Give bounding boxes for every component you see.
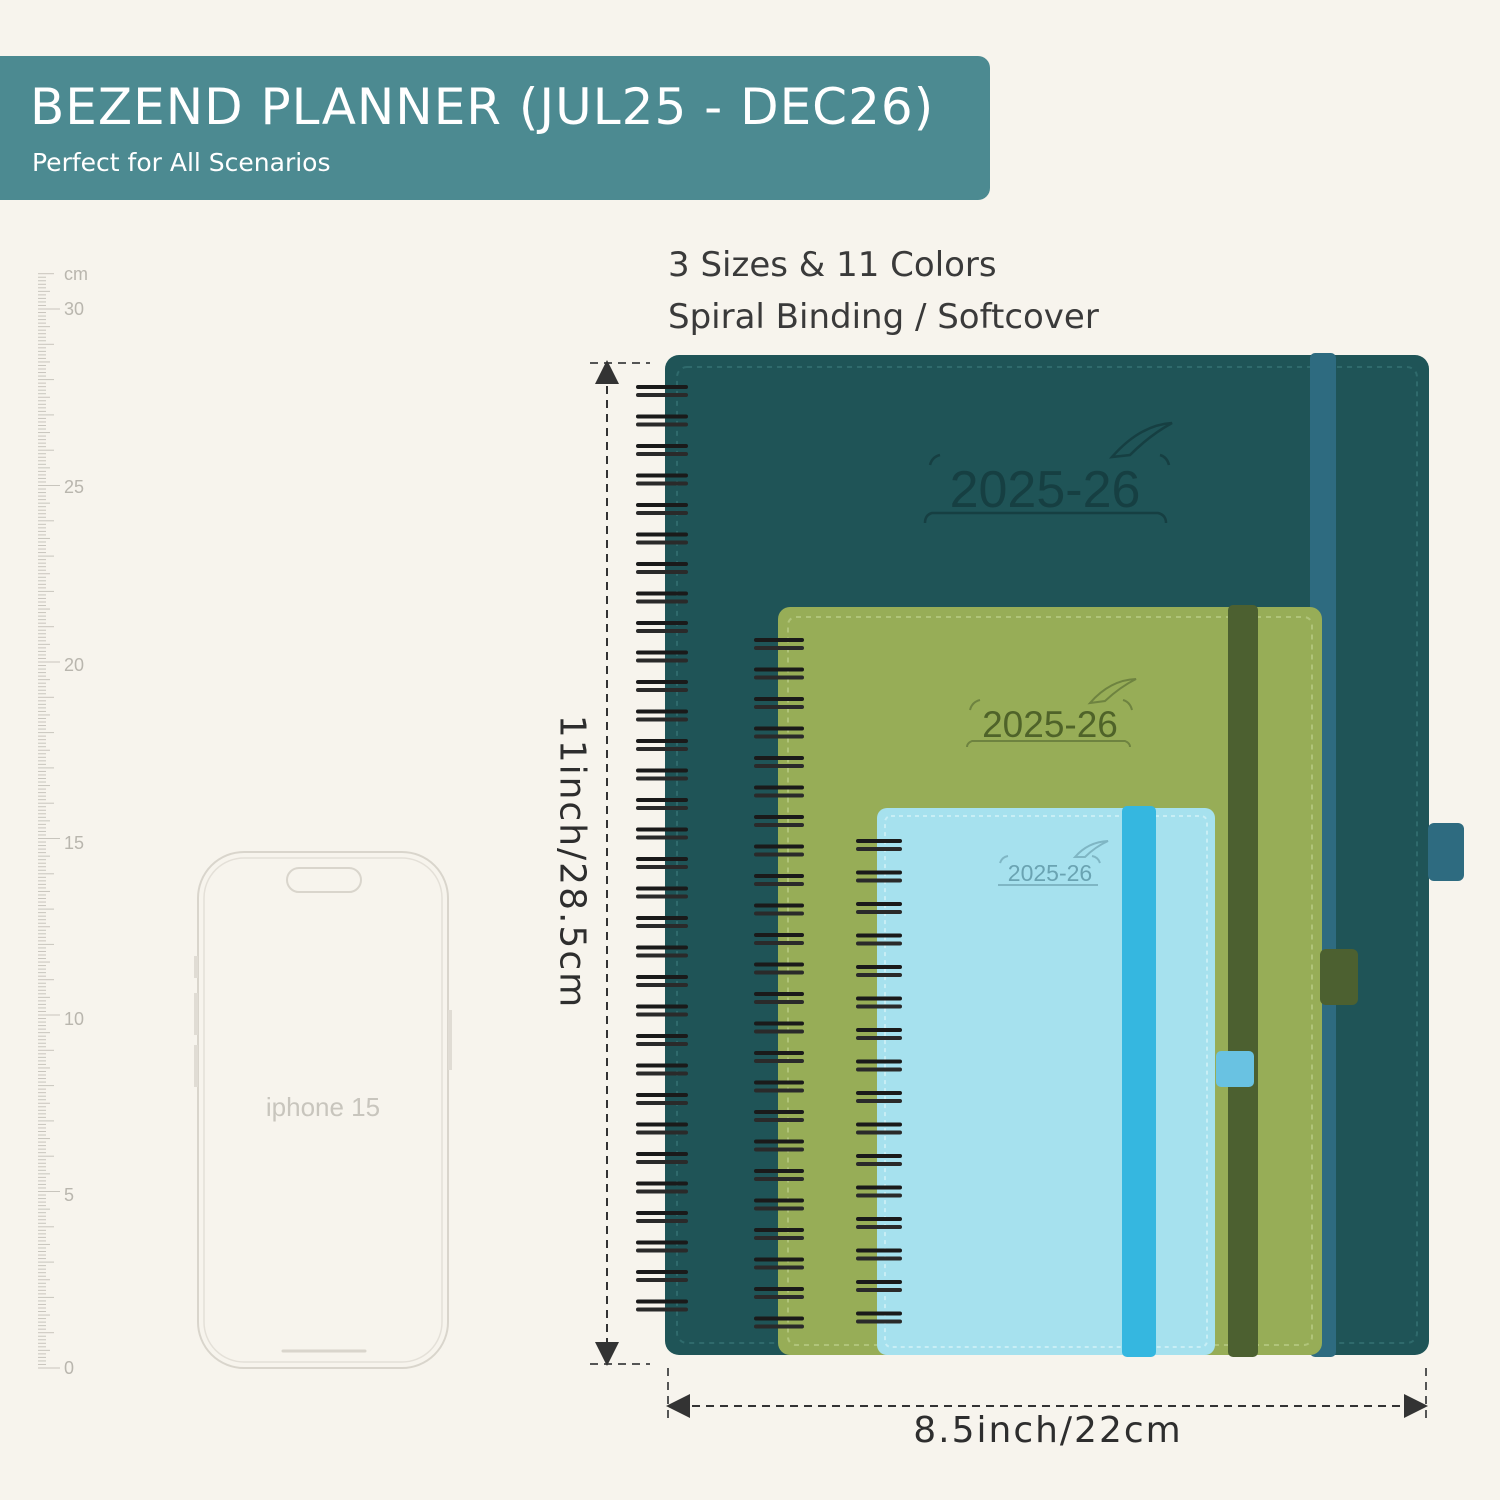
- binding-text: Spiral Binding / Softcover: [668, 297, 1099, 337]
- large-planner-cover-text: 2025-26: [949, 461, 1141, 519]
- ruler-label-10: 10: [64, 1009, 84, 1029]
- small-planner-spiral: [856, 839, 902, 1324]
- width-dimension-label: 8.5inch/22cm: [913, 1410, 1183, 1451]
- large-planner-spiral: [636, 385, 688, 1312]
- ruler-label-20: 20: [64, 655, 84, 675]
- ruler-unit-label: cm: [64, 264, 88, 284]
- dimension-lines: [590, 360, 1428, 1422]
- ruler-label-15: 15: [64, 833, 84, 853]
- header-banner: [0, 56, 990, 200]
- small-planner: [856, 806, 1254, 1357]
- ruler-ticks: [38, 273, 60, 1369]
- medium-planner-cover-text: 2025-26: [982, 704, 1118, 745]
- banner-subtitle: Perfect for All Scenarios: [32, 148, 331, 177]
- ruler-label-25: 25: [64, 477, 84, 497]
- ruler-label-5: 5: [64, 1185, 74, 1205]
- cm-ruler: cm 30 25 20 15 10 5 0: [38, 264, 88, 1378]
- small-planner-cover-text: 2025-26: [1007, 860, 1093, 886]
- planners-illustration: [636, 353, 1464, 1357]
- banner-title: BEZEND PLANNER (JUL25 - DEC26): [30, 78, 935, 136]
- medium-planner-spiral: [754, 638, 804, 1329]
- iphone-label: iphone 15: [265, 1092, 381, 1122]
- ruler-label-30: 30: [64, 299, 84, 319]
- iphone-outline: [194, 851, 452, 1369]
- sizes-colors-text: 3 Sizes & 11 Colors: [668, 245, 997, 285]
- ruler-label-0: 0: [64, 1358, 74, 1378]
- height-dimension-label: 11inch/28.5cm: [551, 714, 593, 1010]
